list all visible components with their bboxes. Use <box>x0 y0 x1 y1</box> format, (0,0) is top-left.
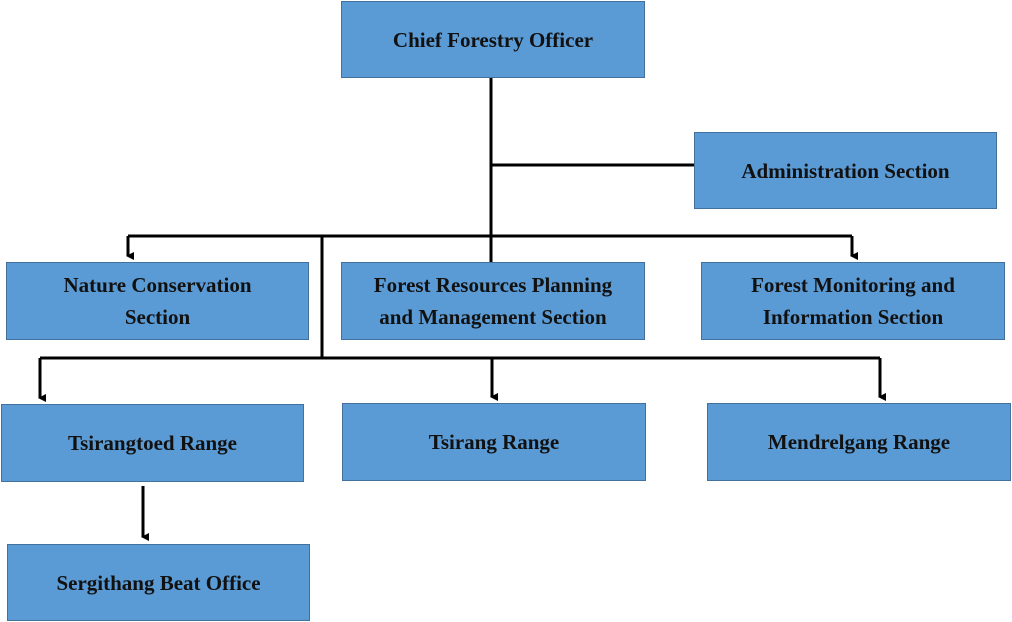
forest-resources-planning-box: Forest Resources Planning and Management… <box>341 262 645 340</box>
chief-forestry-officer-box: Chief Forestry Officer <box>341 1 645 78</box>
tsirang-range-box: Tsirang Range <box>342 403 646 481</box>
tsirangtoed-range-box: Tsirangtoed Range <box>1 404 304 482</box>
administration-section-box: Administration Section <box>694 132 997 209</box>
mendrelgang-range-box: Mendrelgang Range <box>707 403 1011 481</box>
forest-monitoring-information-box: Forest Monitoring and Information Sectio… <box>701 262 1005 340</box>
sergithang-beat-office-box: Sergithang Beat Office <box>7 544 310 621</box>
nature-conservation-section-box: Nature Conservation Section <box>6 262 309 340</box>
